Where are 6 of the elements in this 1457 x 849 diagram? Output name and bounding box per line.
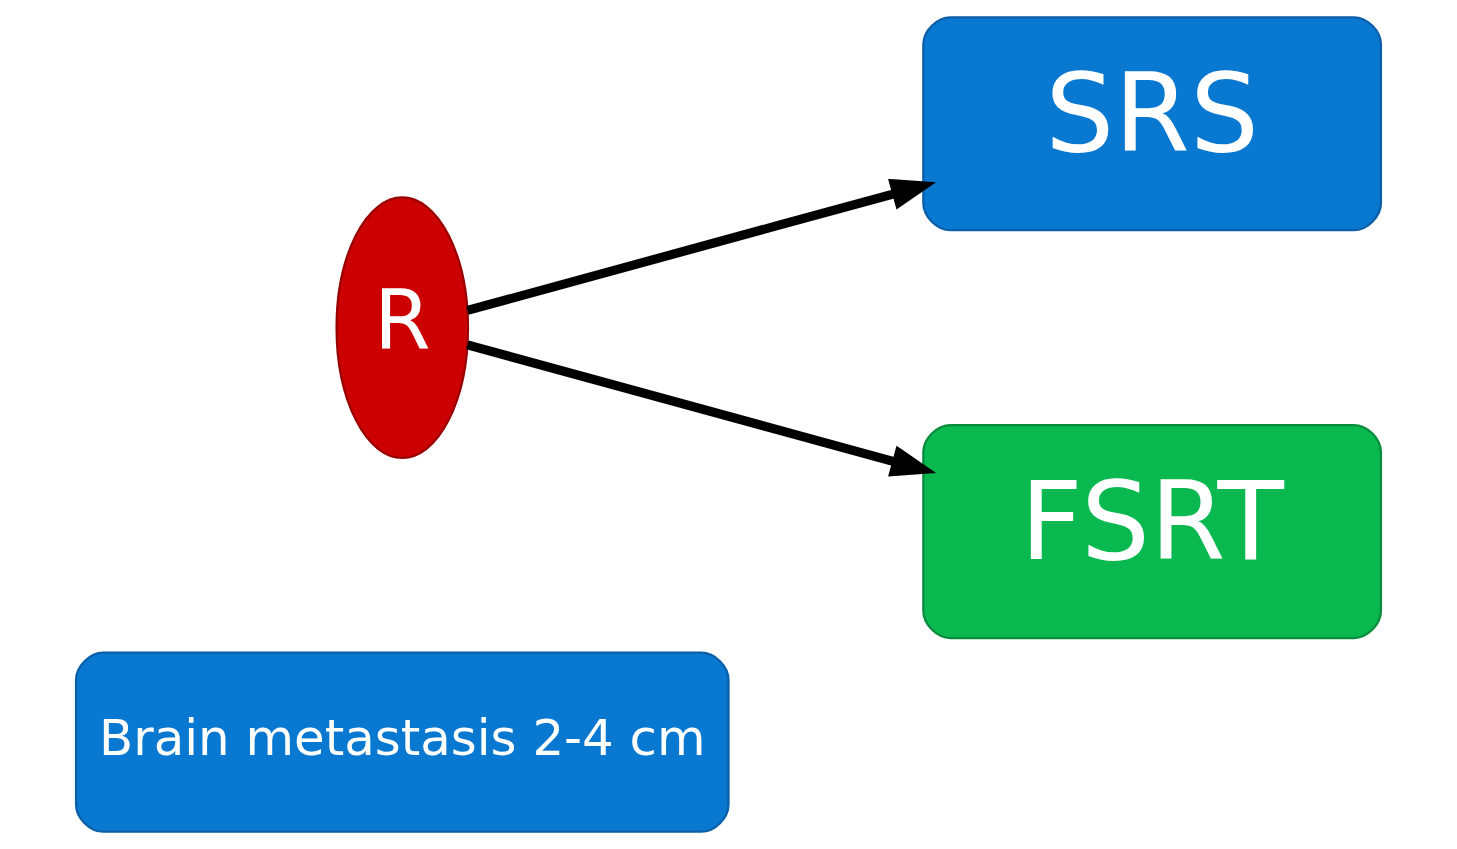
- node-box: FSRT: [922, 423, 1383, 640]
- node-box: Brain metastasis 2-4 cm: [74, 651, 730, 833]
- node-ellipse: R: [335, 196, 470, 460]
- arrow: [466, 340, 937, 477]
- node-box: SRS: [922, 16, 1383, 232]
- arrow: [466, 178, 937, 315]
